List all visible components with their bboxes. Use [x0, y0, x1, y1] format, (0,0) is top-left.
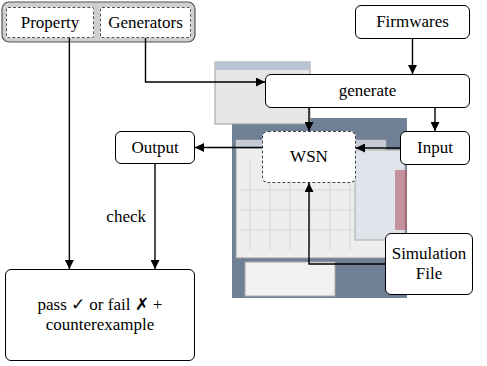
flow-arrow	[356, 147, 400, 148]
node-text: Simulation File	[392, 244, 467, 283]
desktop-background	[232, 118, 407, 298]
node-text: WSN	[290, 147, 328, 167]
node-text: pass ✓ or fail ✗ + counterexample	[12, 295, 188, 334]
flow-arrow	[69, 38, 70, 269]
flow-arrow	[154, 164, 155, 269]
flow-arrow	[309, 183, 385, 264]
input-box: Input	[400, 131, 470, 165]
firmwares-box: Firmwares	[355, 5, 470, 39]
group-band	[2, 2, 195, 42]
flow-arrow	[308, 108, 309, 131]
flow-arrow	[412, 39, 413, 74]
window-shot	[245, 262, 335, 296]
flow-arrow	[434, 108, 435, 131]
node-text: Property	[21, 13, 80, 33]
edge-label: check	[105, 207, 147, 227]
flow-arrow	[146, 38, 266, 82]
panel-strip	[395, 170, 407, 230]
generate-box: generate	[265, 74, 470, 108]
simulation-file-box: Simulation File	[385, 233, 473, 295]
generators-box: Generators	[100, 7, 191, 38]
node-text: Generators	[108, 13, 183, 33]
node-text: Input	[417, 138, 453, 158]
flow-arrow	[195, 147, 262, 148]
node-text: Output	[131, 138, 178, 158]
output-box: Output	[115, 131, 195, 164]
node-text: Firmwares	[376, 12, 449, 32]
result-box: pass ✓ or fail ✗ + counterexample	[5, 269, 195, 361]
wsn-box: WSN	[262, 131, 356, 183]
property-box: Property	[6, 7, 94, 38]
node-text: generate	[339, 81, 397, 101]
window-titlebar	[215, 62, 310, 70]
